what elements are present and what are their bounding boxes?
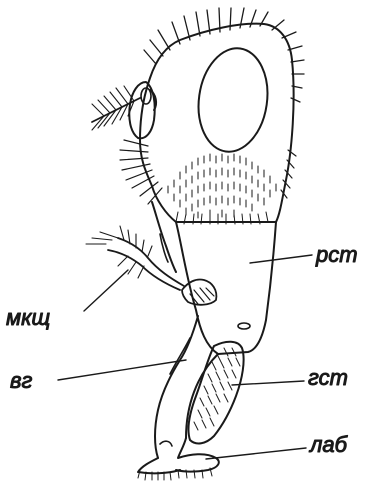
label-gst: гст: [308, 365, 348, 390]
compound-eye: [192, 44, 274, 156]
leader-lab: [206, 448, 306, 459]
label-rst: рст: [315, 242, 358, 267]
label-lab: лаб: [308, 432, 349, 457]
gena-stipple: [160, 152, 282, 224]
label-mkshch: мкщ: [6, 305, 50, 330]
leader-vg: [58, 360, 186, 380]
head-capsule: [140, 8, 304, 222]
head-bristles: [144, 8, 304, 102]
leader-mkshch: [84, 270, 128, 311]
rostrum-spot: [238, 323, 250, 329]
arista-hairs: [92, 86, 134, 130]
label-vg: вг: [10, 368, 32, 393]
maxillary-palp: [86, 202, 216, 305]
leader-gst: [232, 381, 304, 385]
rostrum: [176, 222, 276, 354]
haustellum: [155, 316, 218, 458]
leader-rst: [250, 255, 312, 263]
theca-hatching: [194, 348, 240, 430]
